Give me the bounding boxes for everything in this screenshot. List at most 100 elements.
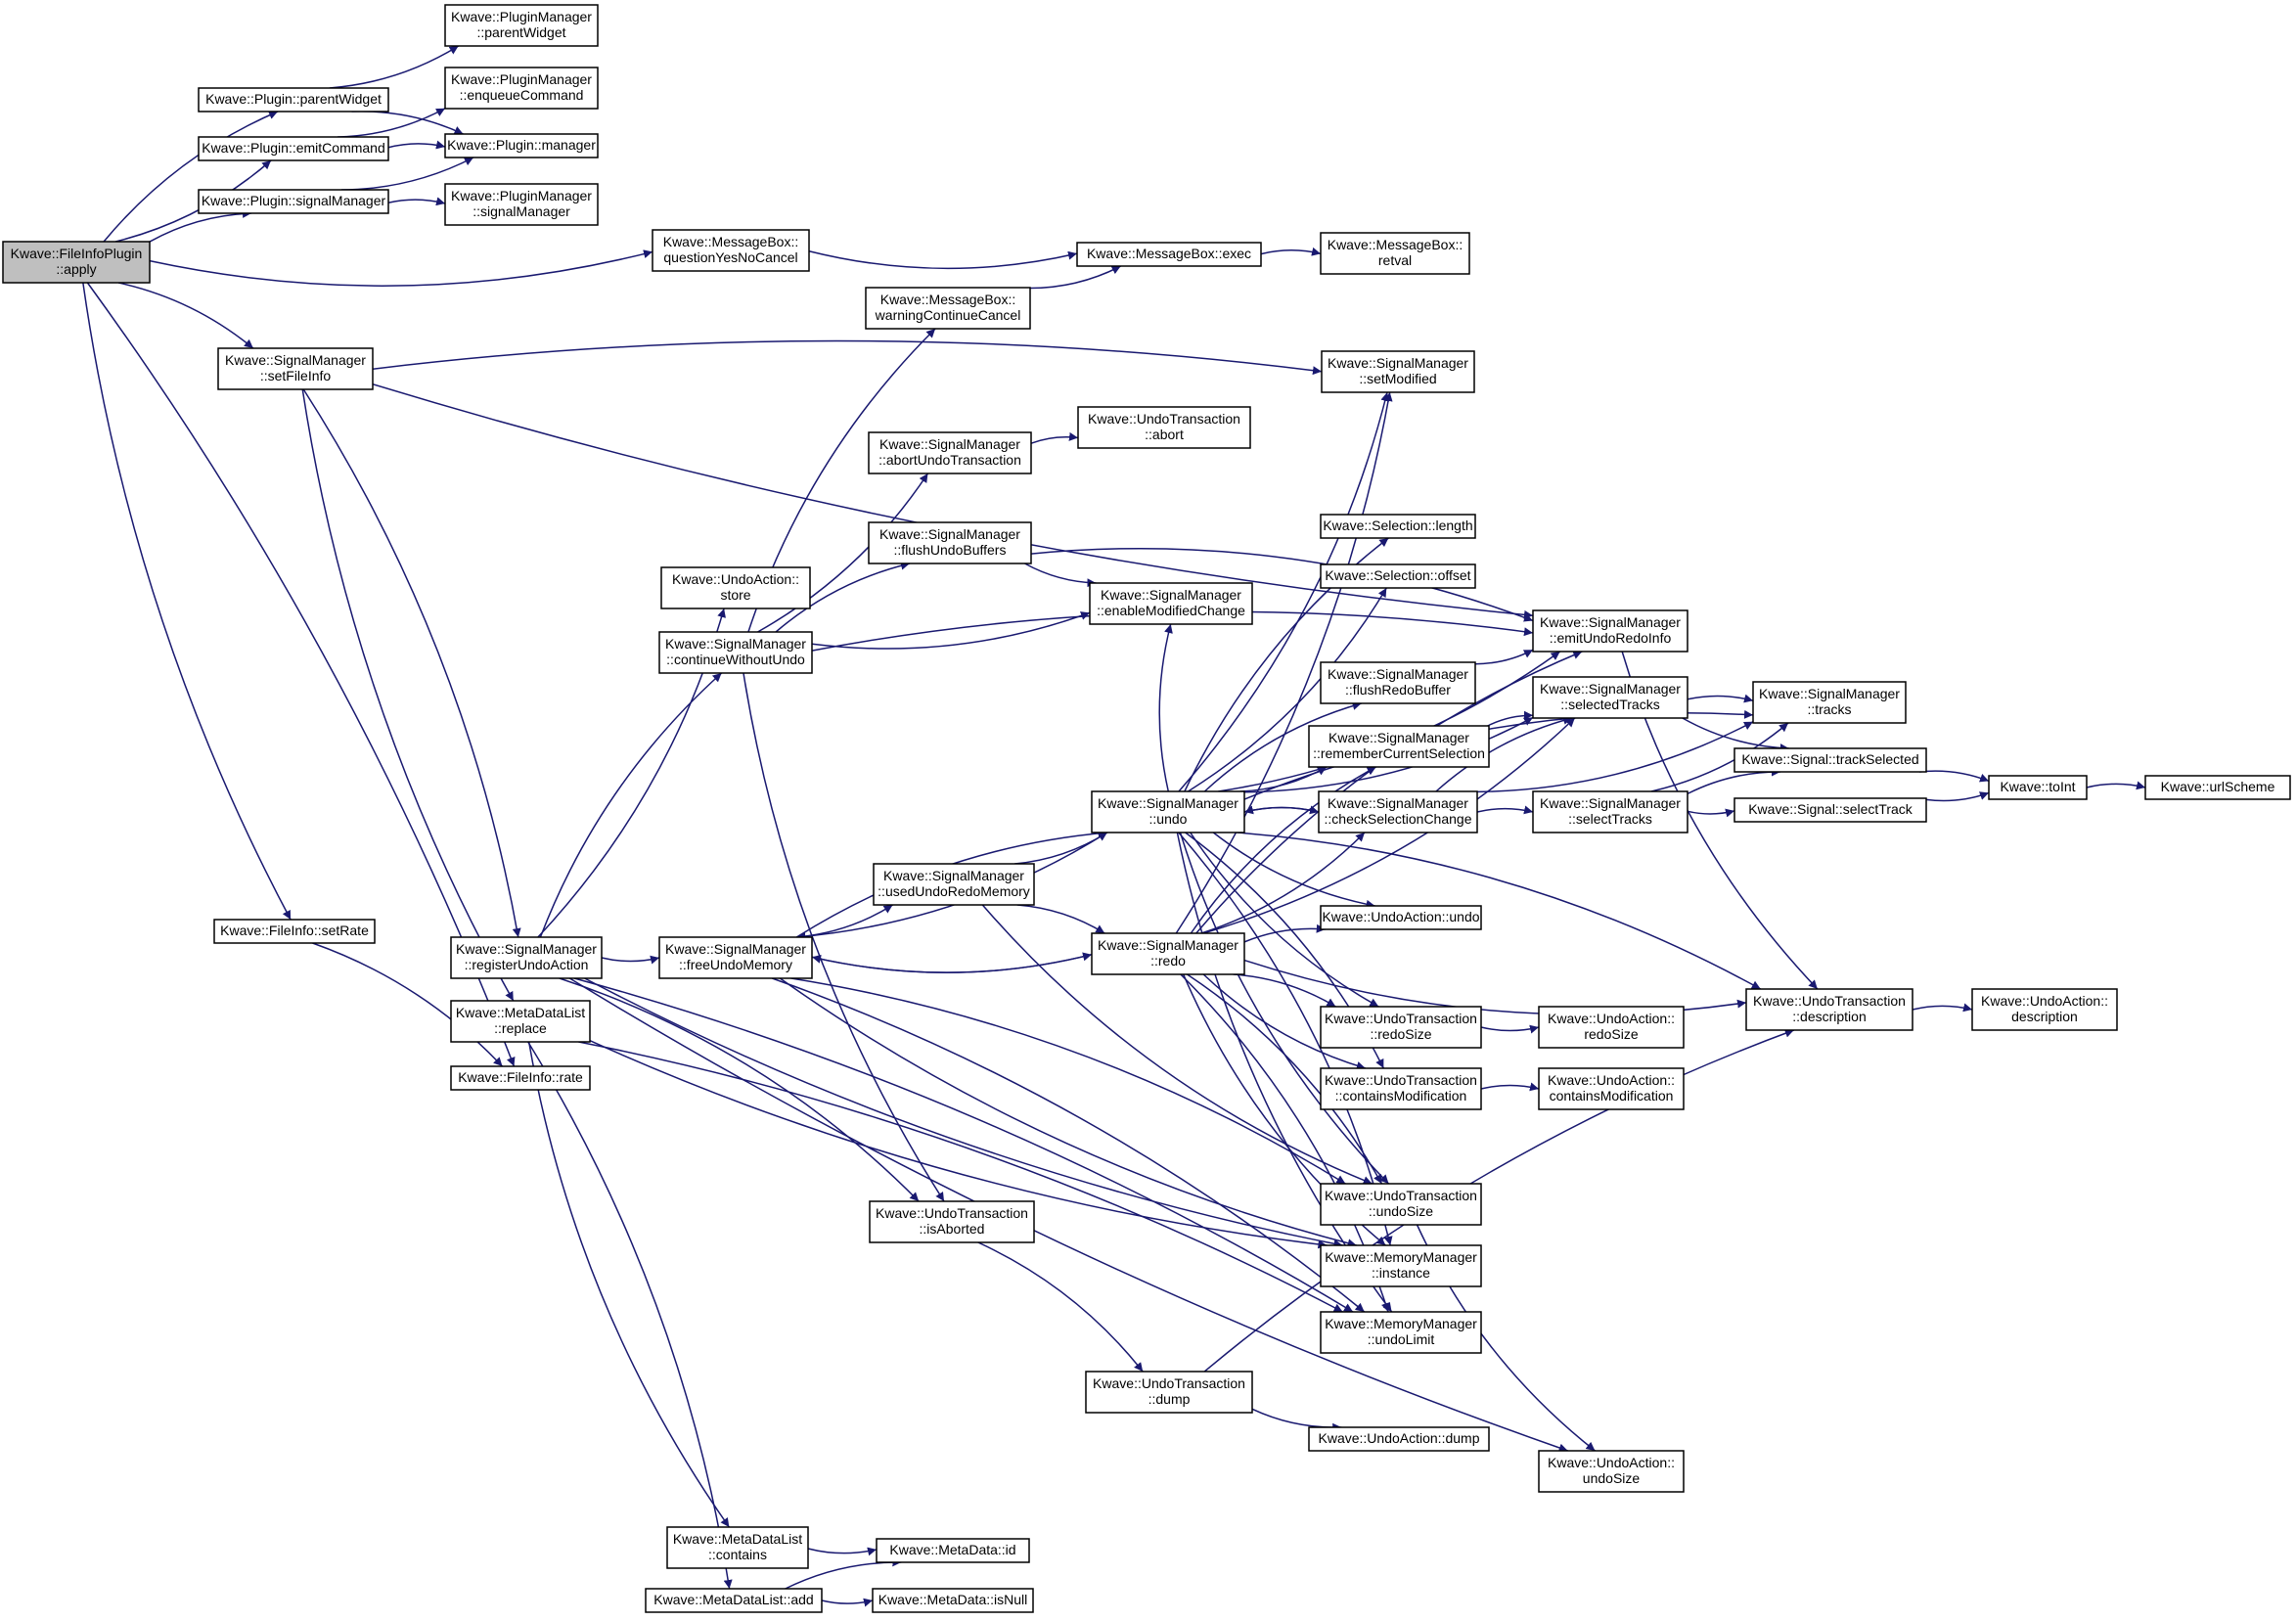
- node-ut_abort[interactable]: Kwave::UndoTransaction::abort: [1077, 406, 1251, 449]
- node-plugin_signalManager[interactable]: Kwave::Plugin::signalManager: [198, 189, 389, 214]
- node-pm_parentWidget[interactable]: Kwave::PluginManager::parentWidget: [444, 4, 599, 47]
- node-apply[interactable]: Kwave::FileInfoPlugin::apply: [2, 241, 151, 284]
- node-sm_tracks[interactable]: Kwave::SignalManager::tracks: [1752, 681, 1907, 724]
- node-label: ::contains: [708, 1547, 767, 1562]
- node-mdl_add[interactable]: Kwave::MetaDataList::add: [645, 1588, 823, 1613]
- edge-mdl_replace-to-mdl_contains: [527, 1041, 730, 1528]
- node-box: [1320, 661, 1476, 704]
- node-sel_length[interactable]: Kwave::Selection::length: [1320, 514, 1476, 539]
- edge-mb_exec-to-mb_retval: [1260, 247, 1322, 256]
- node-plugin_parentWidget[interactable]: Kwave::Plugin::parentWidget: [198, 87, 389, 113]
- edge-sm_checkSelectionChange-to-sm_selectTracks: [1476, 805, 1534, 815]
- node-sm_usedUndoRedoMemory[interactable]: Kwave::SignalManager::usedUndoRedoMemory: [873, 863, 1035, 906]
- node-label: ::replace: [494, 1020, 547, 1036]
- node-sm_checkSelectionChange[interactable]: Kwave::SignalManager::checkSelectionChan…: [1318, 790, 1478, 833]
- node-label: ::setFileInfo: [260, 368, 332, 383]
- node-plugin_emitCommand[interactable]: Kwave::Plugin::emitCommand: [198, 136, 389, 161]
- node-mb_retval[interactable]: Kwave::MessageBox::retval: [1320, 232, 1470, 275]
- edge-sm_checkSelectionChange-to-sm_undo: [1243, 805, 1320, 815]
- node-label: ::apply: [56, 261, 96, 277]
- node-label: Kwave::SignalManager: [1328, 795, 1468, 811]
- node-mb_warningContinueCancel[interactable]: Kwave::MessageBox::warningContinueCancel: [865, 287, 1031, 330]
- node-mdl_replace[interactable]: Kwave::MetaDataList::replace: [450, 1000, 591, 1043]
- node-box: [868, 521, 1032, 564]
- node-mb_exec[interactable]: Kwave::MessageBox::exec: [1076, 242, 1262, 267]
- node-pm_enqueueCommand[interactable]: Kwave::PluginManager::enqueueCommand: [444, 67, 599, 110]
- node-sig_trackSelected[interactable]: Kwave::Signal::trackSelected: [1733, 747, 1927, 773]
- node-label: ::selectTracks: [1568, 811, 1652, 827]
- node-sm_selectedTracks[interactable]: Kwave::SignalManager::selectedTracks: [1532, 676, 1688, 719]
- node-sm_selectTracks[interactable]: Kwave::SignalManager::selectTracks: [1532, 790, 1688, 833]
- node-md_id[interactable]: Kwave::MetaData::id: [876, 1538, 1030, 1563]
- node-sm_rememberCurrentSelection[interactable]: Kwave::SignalManager::rememberCurrentSel…: [1308, 725, 1490, 768]
- node-sm_setModified[interactable]: Kwave::SignalManager::setModified: [1321, 350, 1475, 393]
- node-md_isNull[interactable]: Kwave::MetaData::isNull: [872, 1588, 1034, 1613]
- node-sm_abortUndoTransaction[interactable]: Kwave::SignalManager::abortUndoTransacti…: [868, 431, 1032, 474]
- node-box: [1733, 747, 1927, 773]
- node-sm_registerUndoAction[interactable]: Kwave::SignalManager::registerUndoAction: [450, 936, 603, 979]
- edge-sm_selectTracks-to-sig_selectTrack: [1687, 808, 1735, 818]
- edge-sm_selectedTracks-to-sig_trackSelected: [1682, 717, 1789, 753]
- node-sm_freeUndoMemory[interactable]: Kwave::SignalManager::freeUndoMemory: [658, 936, 813, 979]
- node-ut_containsModification[interactable]: Kwave::UndoTransaction::containsModifica…: [1320, 1067, 1482, 1110]
- node-label: Kwave::UndoAction::: [1981, 993, 2108, 1009]
- node-sm_redo[interactable]: Kwave::SignalManager::redo: [1091, 932, 1245, 975]
- node-box: [1320, 1311, 1482, 1354]
- node-box: [198, 87, 389, 113]
- edge-sm_redo-to-ut_undoSize: [1187, 973, 1383, 1185]
- node-label: Kwave::SignalManager: [1098, 937, 1238, 953]
- edge-sm_redo-to-ut_redoSize: [1233, 973, 1336, 1008]
- edge-mdl_replace-to-mm_undoLimit: [578, 1041, 1343, 1313]
- node-ut_isAborted[interactable]: Kwave::UndoTransaction::isAborted: [869, 1200, 1035, 1243]
- node-ut_undoSize[interactable]: Kwave::UndoTransaction::undoSize: [1320, 1183, 1482, 1226]
- node-ua_dump[interactable]: Kwave::UndoAction::dump: [1308, 1426, 1490, 1452]
- node-label: Kwave::SignalManager: [225, 352, 366, 368]
- node-ua_store[interactable]: Kwave::UndoAction::store: [660, 566, 811, 609]
- node-mm_instance[interactable]: Kwave::MemoryManager::instance: [1320, 1244, 1482, 1287]
- edge-sm_freeUndoMemory-to-mm_instance: [779, 977, 1357, 1248]
- node-toInt[interactable]: Kwave::toInt: [1988, 775, 2088, 800]
- edge-mdl_contains-to-md_id: [807, 1547, 878, 1556]
- node-ua_undo[interactable]: Kwave::UndoAction::undo: [1320, 905, 1482, 930]
- edge-apply-to-mb_questionYesNoCancel: [149, 249, 653, 287]
- node-fi_setRate[interactable]: Kwave::FileInfo::setRate: [213, 919, 376, 944]
- node-ua_undoSize[interactable]: Kwave::UndoAction::undoSize: [1538, 1450, 1685, 1493]
- node-sm_undo[interactable]: Kwave::SignalManager::undo: [1091, 790, 1245, 833]
- node-sm_enableModifiedChange[interactable]: Kwave::SignalManager::enableModifiedChan…: [1089, 582, 1253, 625]
- node-sm_flushRedoBuffer[interactable]: Kwave::SignalManager::flushRedoBuffer: [1320, 661, 1476, 704]
- edge-sm_selectTracks-to-sm_tracks: [1650, 722, 1789, 792]
- node-ua_containsModification[interactable]: Kwave::UndoAction::containsModification: [1538, 1067, 1685, 1110]
- node-label: Kwave::Selection::offset: [1325, 567, 1470, 583]
- node-ua_description[interactable]: Kwave::UndoAction::description: [1971, 988, 2118, 1031]
- node-ut_dump[interactable]: Kwave::UndoTransaction::dump: [1085, 1371, 1253, 1414]
- edge-sm_redo-to-ut_containsModification: [1202, 973, 1366, 1070]
- node-sm_flushUndoBuffers[interactable]: Kwave::SignalManager::flushUndoBuffers: [868, 521, 1032, 564]
- node-sig_selectTrack[interactable]: Kwave::Signal::selectTrack: [1733, 797, 1927, 823]
- node-pm_signalManager[interactable]: Kwave::PluginManager::signalManager: [444, 183, 599, 226]
- node-box: [1320, 1244, 1482, 1287]
- edge-sm_registerUndoAction-to-mm_undoLimit: [573, 977, 1354, 1313]
- edge-mdl_add-to-md_isNull: [821, 1598, 874, 1607]
- edge-plugin_emitCommand-to-plugin_manager: [387, 140, 446, 150]
- node-mdl_contains[interactable]: Kwave::MetaDataList::contains: [666, 1526, 809, 1569]
- node-ut_redoSize[interactable]: Kwave::UndoTransaction::redoSize: [1320, 1006, 1482, 1049]
- node-label: ::dump: [1148, 1391, 1191, 1407]
- node-fi_rate[interactable]: Kwave::FileInfo::rate: [450, 1065, 591, 1091]
- node-sm_emitUndoRedoInfo[interactable]: Kwave::SignalManager::emitUndoRedoInfo: [1532, 609, 1688, 653]
- node-label: Kwave::toInt: [2000, 779, 2075, 794]
- node-label: Kwave::MessageBox::: [880, 292, 1016, 307]
- node-sm_continueWithoutUndo[interactable]: Kwave::SignalManager::continueWithoutUnd…: [658, 631, 813, 674]
- edge-sm_redo-to-sm_rememberCurrentSelection: [1190, 766, 1376, 934]
- node-plugin_manager[interactable]: Kwave::Plugin::manager: [444, 133, 599, 158]
- node-sel_offset[interactable]: Kwave::Selection::offset: [1320, 563, 1476, 589]
- edge-plugin_parentWidget-to-pm_parentWidget: [329, 45, 460, 89]
- node-label: Kwave::MessageBox::exec: [1087, 246, 1251, 261]
- node-mm_undoLimit[interactable]: Kwave::MemoryManager::undoLimit: [1320, 1311, 1482, 1354]
- node-box: [1733, 797, 1927, 823]
- node-urlScheme[interactable]: Kwave::urlScheme: [2144, 775, 2291, 800]
- node-sm_setFileInfo[interactable]: Kwave::SignalManager::setFileInfo: [217, 347, 374, 390]
- node-ua_redoSize[interactable]: Kwave::UndoAction::redoSize: [1538, 1006, 1685, 1049]
- node-ut_description[interactable]: Kwave::UndoTransaction::description: [1745, 988, 1913, 1031]
- node-mb_questionYesNoCancel[interactable]: Kwave::MessageBox::questionYesNoCancel: [652, 229, 810, 272]
